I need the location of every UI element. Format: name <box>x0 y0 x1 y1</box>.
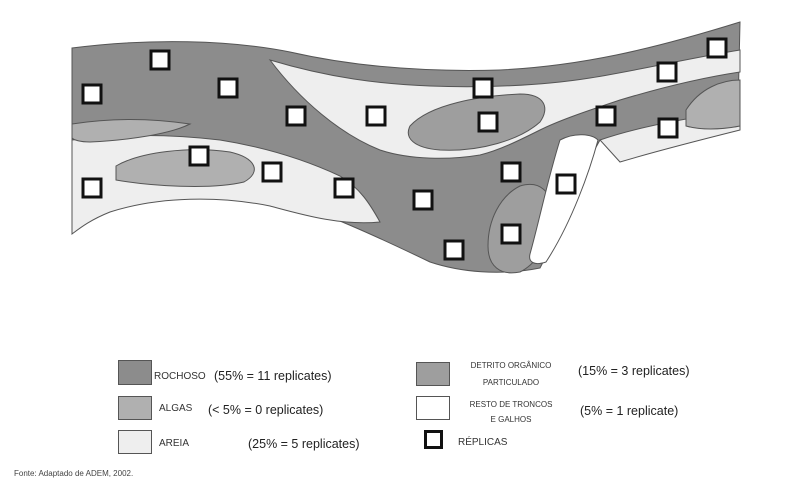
resto-pct: (5% = 1 replicate) <box>580 404 679 418</box>
areia-label: AREIA <box>159 438 190 449</box>
areia-swatch <box>118 430 152 454</box>
replica-marker <box>595 105 617 127</box>
replica-marker <box>500 161 522 183</box>
algas-region-right <box>685 79 741 130</box>
replica-marker <box>500 223 522 245</box>
replica-marker <box>365 105 387 127</box>
algas-label: ALGAS <box>159 403 193 414</box>
algas-region-left <box>71 119 192 143</box>
replica-marker <box>81 177 103 199</box>
rochoso-pct: (55% = 11 replicates) <box>214 369 332 383</box>
replica-marker <box>472 77 494 99</box>
resto-label-line2: E GALHOS <box>490 415 532 424</box>
resto-label-line1: RESTO DE TRONCOS <box>469 400 553 409</box>
replica-marker <box>657 117 679 139</box>
detrito-label-line1: DETRITO ORGÂNICO <box>470 361 552 370</box>
replica-marker <box>217 77 239 99</box>
detrito-label-line2: PARTICULADO <box>482 378 540 387</box>
replica-marker <box>188 145 210 167</box>
rochoso-swatch <box>118 360 152 385</box>
replica-marker <box>706 37 728 59</box>
algas-region-lower <box>115 149 255 187</box>
stream-substrate-map <box>71 21 741 274</box>
replica-marker <box>81 83 103 105</box>
replica-marker <box>443 239 465 261</box>
resto-swatch <box>416 396 450 420</box>
algas-pct: (< 5% = 0 replicates) <box>208 403 324 417</box>
areia-pct: (25% = 5 replicates) <box>248 437 360 451</box>
replica-swatch <box>424 430 443 449</box>
algas-swatch <box>118 396 152 420</box>
detrito-region-upper <box>408 93 546 151</box>
detrito-pct: (15% = 3 replicates) <box>578 364 690 378</box>
replica-marker <box>555 173 577 195</box>
detrito-swatch <box>416 362 450 386</box>
replica-markers <box>81 37 728 261</box>
replicas-label: RÉPLICAS <box>458 437 508 448</box>
replica-marker <box>285 105 307 127</box>
replica-marker <box>333 177 355 199</box>
resto-region <box>529 134 599 265</box>
replica-marker <box>261 161 283 183</box>
replica-marker <box>149 49 171 71</box>
source-caption: Fonte: Adaptado de ADEM, 2002. <box>14 469 134 478</box>
replica-marker <box>477 111 499 133</box>
replica-marker <box>412 189 434 211</box>
replica-marker <box>656 61 678 83</box>
rochoso-label: ROCHOSO <box>154 371 206 382</box>
